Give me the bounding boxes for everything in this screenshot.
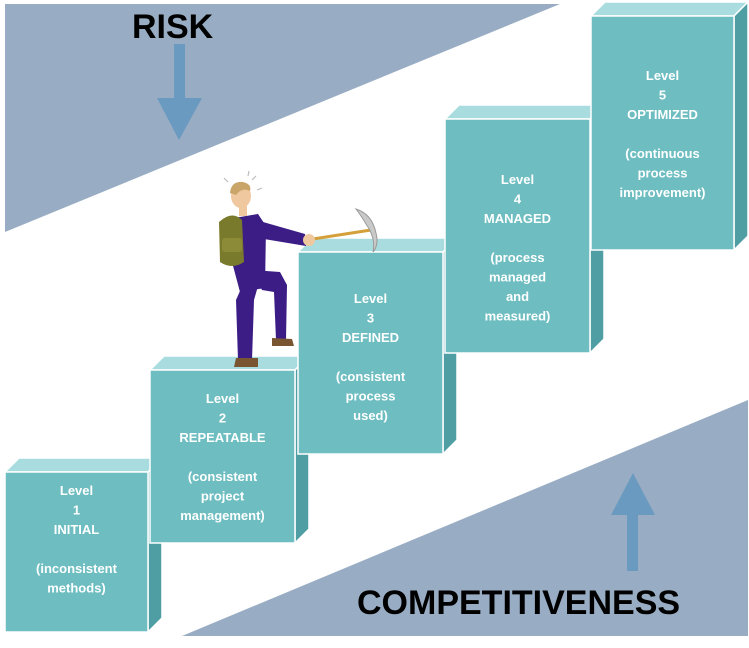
level-name: DEFINED	[342, 330, 399, 345]
level-description-line: (continuous	[625, 146, 699, 161]
level-description-line: (consistent	[336, 369, 406, 384]
level-number: 1	[73, 503, 80, 518]
level-name: MANAGED	[484, 211, 551, 226]
risk-label: RISK	[132, 8, 214, 46]
level-description-line: process	[346, 389, 396, 404]
level-description-line: (inconsistent	[36, 561, 118, 576]
risk-band	[5, 4, 560, 232]
level-description-line: process	[638, 166, 688, 181]
level-number: 5	[659, 88, 666, 103]
level-description-line: (consistent	[188, 469, 258, 484]
level-label: Level	[646, 68, 679, 83]
level-description-line: managed	[489, 270, 546, 285]
competitiveness-label: COMPETITIVENESS	[357, 584, 680, 622]
level-number: 4	[514, 192, 522, 207]
competitiveness-band	[182, 400, 748, 636]
level-description-line: management)	[180, 508, 265, 523]
level-label: Level	[60, 483, 93, 498]
level-label: Level	[206, 391, 239, 406]
level-description-line: and	[506, 289, 529, 304]
climber-icon	[219, 170, 378, 367]
level-name: REPEATABLE	[179, 430, 266, 445]
level-description-line: methods)	[47, 581, 106, 596]
level-description-line: project	[201, 489, 245, 504]
level-description-line: improvement)	[620, 185, 706, 200]
arrow-down-icon	[157, 44, 202, 140]
level-label: Level	[501, 172, 534, 187]
level-description-line: (process	[490, 250, 544, 265]
level-number: 2	[219, 411, 226, 426]
arrow-up-icon	[611, 473, 655, 571]
level-description-line: used)	[353, 408, 388, 423]
level-label: Level	[354, 291, 387, 306]
level-name: OPTIMIZED	[627, 107, 698, 122]
level-name: INITIAL	[54, 522, 100, 537]
level-number: 3	[367, 311, 374, 326]
level-description-line: measured)	[485, 309, 551, 324]
